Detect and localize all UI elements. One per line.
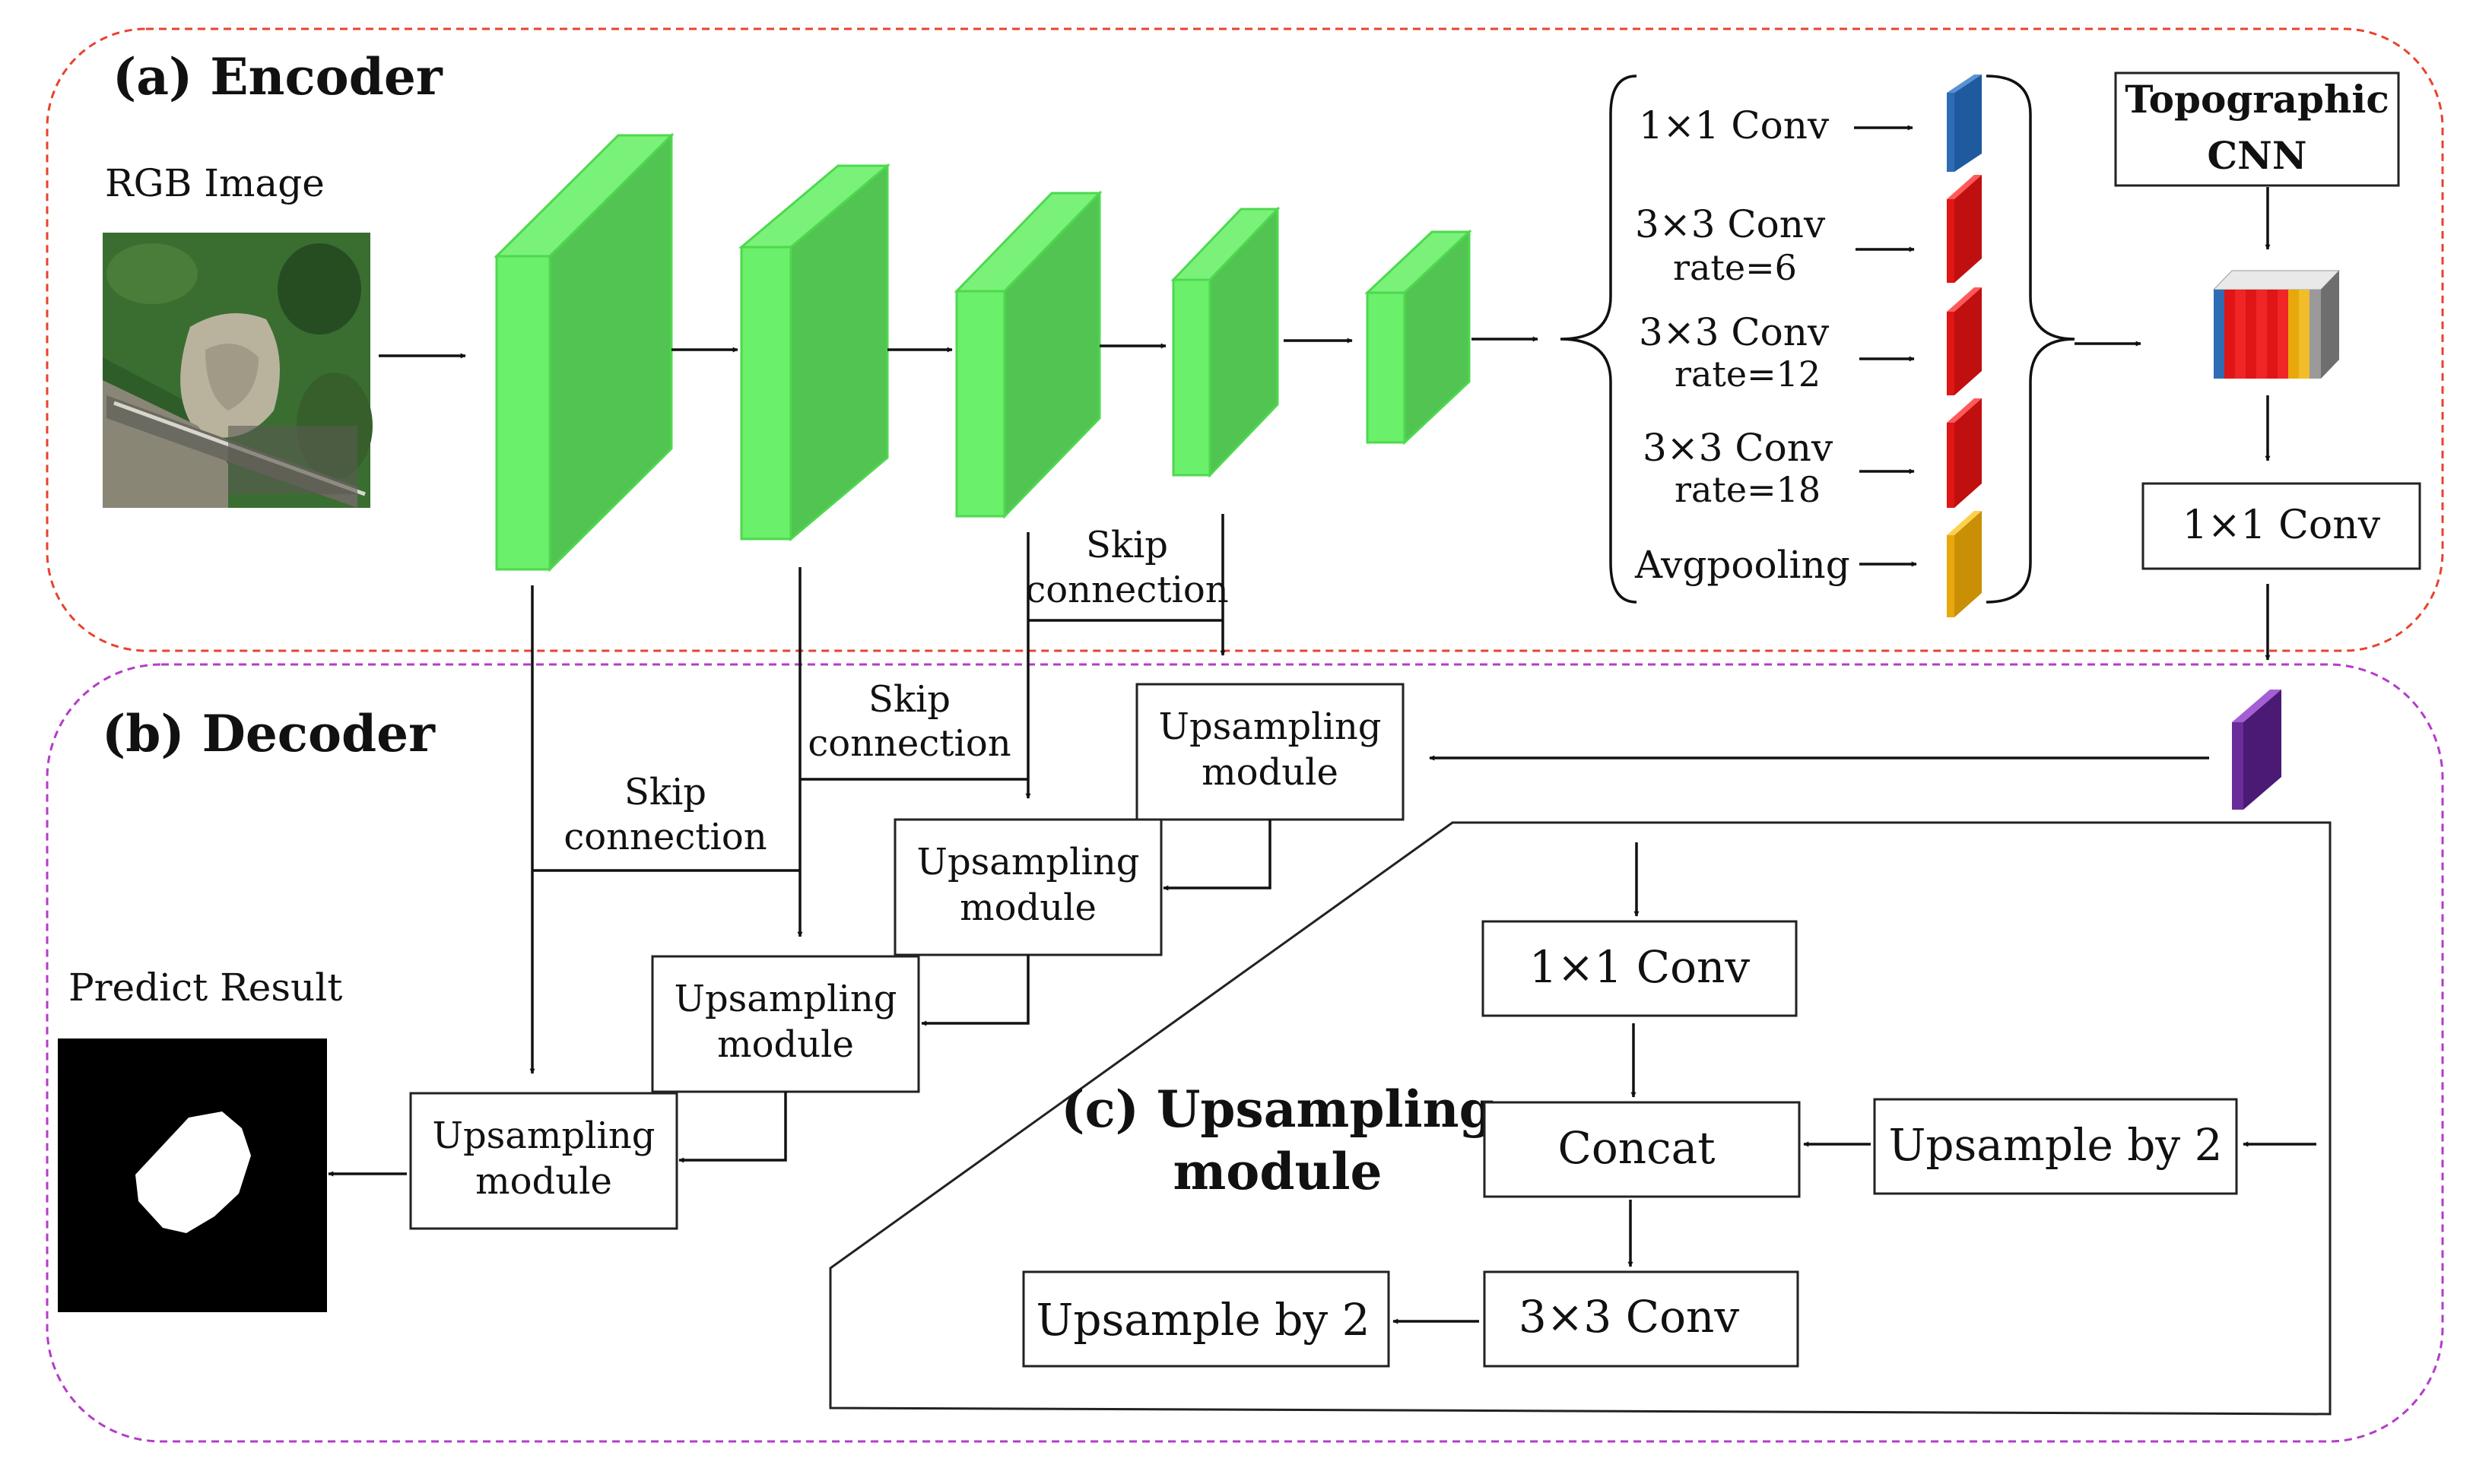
module-conv3x3-box [1483,1270,1799,1368]
decoder-panel [46,663,2444,1443]
encoder-block-4 [1170,206,1281,478]
encoder-block-5 [1364,229,1472,446]
arrow-up3-up4 [678,1092,787,1163]
module-title-line2: module [1173,1142,1382,1201]
aspp-left-brace [1560,75,1637,604]
aspp-3-rate: rate=12 [1675,354,1821,395]
aspp-2-label: 3×3 Conv [1635,202,1826,246]
feature-pool-yellow [1947,511,1982,617]
upsampling-module-4 [409,1092,678,1230]
module-concat-box [1483,1101,1801,1198]
upsampling-module-3 [651,955,920,1093]
skip-label-2-line1: Skip [868,678,951,721]
upsampling-module-3-line1: Upsampling [674,978,897,1020]
feature-rate6-red [1947,175,1982,283]
skip-label-2-line2: connection [808,722,1011,765]
upsampling-module-4-line1: Upsampling [432,1115,655,1157]
encoder-conv1x1-box [2141,482,2421,570]
arrow-up2-up3 [921,955,1030,1026]
upsampling-module-1-line2: module [1202,751,1338,794]
aspp-1-label: 1×1 Conv [1639,103,1830,147]
predict-result-label: Predict Result [68,966,342,1010]
skip-label-1-line2: connection [1025,569,1228,611]
feature-rate18-red [1947,398,1982,508]
encoder-block-3 [954,190,1103,519]
upsampling-module-3-line2: module [717,1023,854,1066]
encoder-output-feature [2232,690,2281,810]
rgb-image [103,233,373,508]
module-upsample-in-box [1873,1098,2238,1195]
module-upsample-out-box [1022,1270,1390,1368]
module-upsample-out-label: Upsample by 2 [1036,1294,1370,1346]
encoder-panel [46,27,2444,652]
skip-label-3-line1: Skip [624,771,706,813]
feature-rate12-red [1947,287,1982,395]
aspp-4-label: 3×3 Conv [1643,426,1833,470]
upsampling-module-4-line2: module [475,1160,612,1203]
module-conv1x1-box [1481,920,1798,1017]
arrow-up1-up2 [1163,820,1271,891]
topographic-cnn-line2: CNN [2207,133,2306,178]
module-conv3x3-label: 3×3 Conv [1519,1291,1739,1343]
upsampling-module-2-line2: module [960,886,1097,929]
upsampling-module-2 [894,818,1163,956]
upsampling-module-2-line1: Upsampling [916,841,1139,883]
skip-label-3-line2: connection [563,816,767,858]
module-title-line1: (c) Upsampling [1061,1080,1494,1139]
feature-1x1-blue [1947,75,1982,172]
encoder-conv1x1-label: 1×1 Conv [2183,503,2381,548]
module-conv1x1-label: 1×1 Conv [1529,941,1750,993]
aspp-5-label: Avgpooling [1634,543,1850,587]
aspp-4-rate: rate=18 [1675,469,1821,510]
aspp-3-label: 3×3 Conv [1639,310,1830,354]
predict-mask-shape [135,1111,251,1233]
aspp-right-brace [1986,75,2075,604]
topographic-cnn-line1: Topographic [2125,77,2389,122]
encoder-block-1 [494,132,675,572]
decoder-title: (b) Decoder [102,704,436,763]
module-upsample-in-label: Upsample by 2 [1888,1119,2222,1171]
encoder-block-2 [738,163,891,542]
rgb-image-label: RGB Image [105,161,325,205]
concat-feature-stack [2212,270,2341,379]
skip-label-1-line1: Skip [1086,524,1168,566]
aspp-2-rate: rate=6 [1673,247,1797,288]
encoder-title: (a) Encoder [113,47,443,106]
upsampling-module-1-line1: Upsampling [1158,706,1381,748]
topographic-cnn-box [2114,71,2400,187]
module-concat-label: Concat [1557,1122,1715,1174]
